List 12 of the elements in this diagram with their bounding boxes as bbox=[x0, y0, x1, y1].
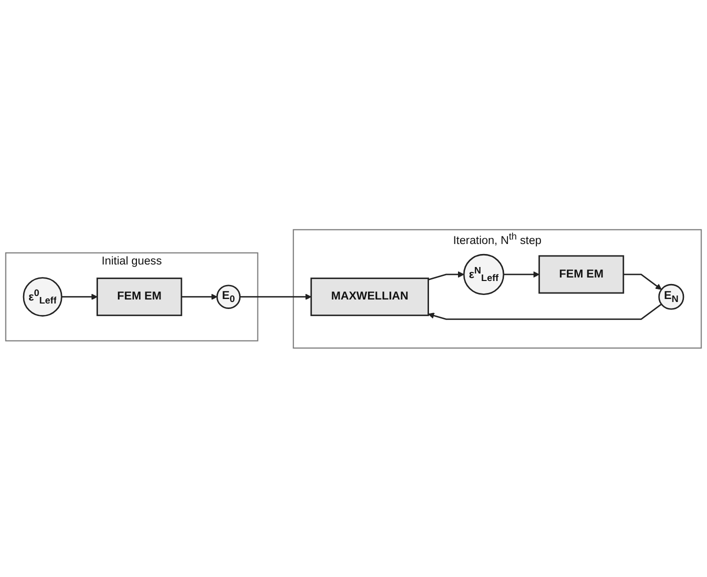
arrow bbox=[504, 270, 540, 278]
node-circle: E$_{N}$ bbox=[658, 284, 684, 310]
node-circle: E$_{0}$ bbox=[216, 284, 241, 309]
node-box: FEM EM bbox=[96, 277, 182, 316]
arrow bbox=[62, 293, 98, 300]
node-box: MAXWELLIAN bbox=[310, 277, 429, 316]
arrow bbox=[428, 303, 662, 320]
arrow bbox=[428, 270, 464, 280]
arrow bbox=[623, 273, 662, 290]
node-box: FEM EM bbox=[538, 254, 624, 294]
arrow bbox=[240, 293, 312, 300]
arrow bbox=[181, 293, 218, 300]
